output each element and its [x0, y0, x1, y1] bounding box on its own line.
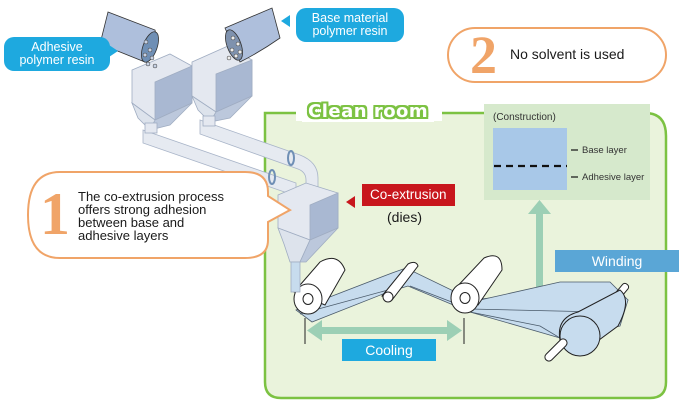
- cooling-roller-left: [293, 257, 346, 315]
- bucket-base: [224, 7, 281, 63]
- callout-1-line: adhesive layers: [78, 228, 169, 243]
- adhesive-layer-label: Adhesive layer: [582, 172, 645, 183]
- cooling-dimension: [304, 318, 465, 344]
- upward-arrow: [528, 200, 551, 296]
- hopper-adhesive: [131, 53, 193, 134]
- callout-2-bubble: [447, 27, 667, 83]
- callout-1-bubble: [26, 171, 292, 259]
- callout-2-number: 2: [470, 25, 497, 85]
- pointer-base: [281, 15, 290, 27]
- dies-label: (dies): [387, 209, 423, 225]
- winding-roll: [544, 282, 630, 362]
- layer-stack: [493, 128, 567, 190]
- adhesive-resin-label: Adhesive polymer resin: [4, 37, 110, 71]
- clean-room-title: Clean room: [302, 101, 435, 122]
- pointer-co-extrusion: [346, 196, 355, 208]
- base-layer-label: Base layer: [582, 145, 627, 156]
- callout-1-number: 1: [40, 181, 70, 247]
- callout-1-text: The co-extrusion process offers strong a…: [78, 190, 224, 242]
- construction-panel: [484, 104, 650, 200]
- callout-2-text: No solvent is used: [510, 46, 625, 62]
- winding-tag: Winding: [555, 250, 679, 272]
- callout-1-line: offers strong adhesion: [78, 202, 207, 217]
- base-resin-line-2: polymer resin: [312, 24, 388, 38]
- cooling-tag: Cooling: [342, 339, 436, 361]
- pointer-adhesive: [109, 45, 118, 57]
- guide-roller: [381, 261, 419, 303]
- co-extrusion-tag: Co-extrusion: [362, 184, 455, 206]
- cooling-roller-right: [450, 255, 503, 314]
- base-resin-line-1: Base material: [311, 11, 389, 25]
- callout-1-line: between base and: [78, 215, 185, 230]
- adhesive-resin-line-1: Adhesive: [31, 40, 83, 54]
- co-extrusion-die: [277, 182, 339, 293]
- hopper-base: [191, 45, 253, 127]
- base-resin-label: Base material polymer resin: [296, 8, 404, 42]
- callout-1-line: The co-extrusion process: [78, 189, 224, 204]
- adhesive-resin-line-2: polymer resin: [19, 53, 95, 67]
- construction-title: (Construction): [493, 112, 556, 123]
